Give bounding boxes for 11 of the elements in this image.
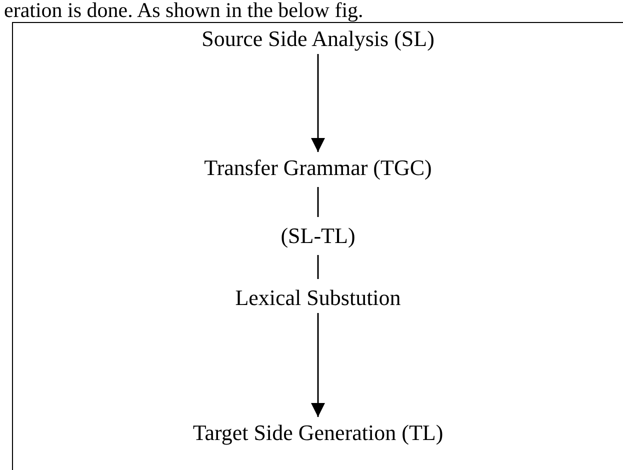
frame-border (12, 22, 623, 470)
connector-line (317, 187, 319, 217)
arrow (311, 313, 325, 417)
arrow (311, 54, 325, 152)
connector-line (317, 255, 319, 279)
step-text: (SL-TL) (280, 223, 356, 249)
note-text: eration is done. As shown in the below fig. (4, 0, 364, 20)
step-text: Lexical Substution (235, 285, 401, 311)
step-text: Source Side Analysis (SL) (202, 26, 434, 52)
step-text: Transfer Grammar (TGC) (204, 155, 432, 181)
step-text: Target Side Generation (TL) (192, 420, 444, 446)
